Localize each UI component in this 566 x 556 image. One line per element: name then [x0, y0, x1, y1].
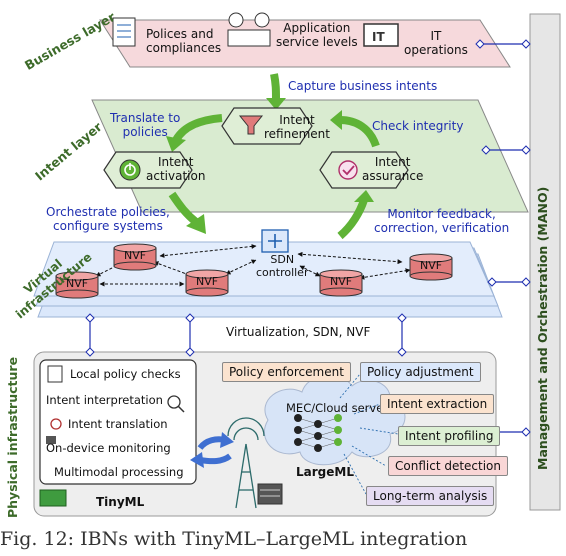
connector-3: [359, 427, 399, 435]
arrow-capture-head: [266, 98, 286, 110]
policy-enforcement-tag: Policy enforcement: [222, 362, 351, 382]
policies-label: Polices and compliances: [146, 27, 222, 55]
arrow-orchestrate: [168, 191, 199, 226]
connector-1: [339, 373, 361, 399]
nvf-label-4: NVF: [330, 275, 353, 288]
nvf-link-6: [297, 251, 403, 265]
translate-label: Translate to policies: [110, 111, 181, 139]
nvf-link-4: [159, 243, 257, 259]
device-icon: [46, 436, 56, 444]
service-levels-label: Application service levels: [276, 21, 358, 49]
arrow-translate-head: [166, 136, 186, 152]
largeml-label: LargeML: [296, 465, 354, 479]
mec-label: MEC/Cloud server: [286, 401, 389, 415]
orchestrate-label: Orchestrate policies, configure systems: [46, 205, 170, 233]
mano-label: Management and Orchestration (MANO): [535, 186, 550, 470]
server-icon: [257, 483, 283, 505]
antenna-tower-icon: [227, 417, 265, 509]
monitor-label: Monitor feedback, correction, verificati…: [374, 207, 510, 235]
refinement-label: Intent refinement: [264, 113, 330, 141]
nvf-cyl-3: [185, 269, 229, 297]
conflict-detection-tag: Conflict detection: [388, 456, 509, 476]
nvf-cyl-4: [319, 269, 363, 297]
nvf-link-5: [225, 259, 257, 275]
nvf-label-2: NVF: [124, 249, 147, 262]
tinyml-item-4: On-device monitoring: [46, 441, 171, 455]
assurance-label: Intent assurance: [362, 155, 424, 183]
arrow-monitor-head: [354, 190, 374, 202]
arrow-orchestrate-head: [186, 214, 206, 234]
tinyml-item-3: Intent translation: [68, 417, 168, 431]
tinyml-item-1: Local policy checks: [70, 367, 181, 381]
sdn-controller-label: SDN controller: [256, 253, 309, 279]
tinyml-item-5: Multimodal processing: [54, 465, 184, 479]
funnel-icon: [238, 115, 264, 135]
connector-4: [351, 445, 387, 467]
check-integrity-label: Check integrity: [372, 119, 464, 133]
capture-label: Capture business intents: [288, 79, 438, 93]
connector-2: [353, 403, 381, 415]
tinyml-board-icon: [39, 489, 67, 507]
gear-check-icon: [338, 160, 358, 180]
long-term-analysis-tag: Long-term analysis: [366, 486, 495, 506]
activation-label: Intent activation: [146, 155, 206, 183]
neural-network-icon: [294, 414, 342, 452]
it-operations-label: IT operations: [404, 29, 468, 57]
hex-assurance: [319, 151, 409, 189]
magnifier-icon: [167, 395, 181, 409]
nvf-link-8: [359, 268, 411, 280]
virtualization-label: Virtualization, SDN, NVF: [226, 325, 371, 339]
tinyml-label: TinyML: [96, 495, 145, 509]
nvf-label-1: NVF: [66, 277, 89, 290]
nvf-label-3: NVF: [196, 275, 219, 288]
figure-caption: Fig. 12: IBNs with TinyML–LargeML integr…: [0, 528, 468, 550]
intent-profiling-tag: Intent profiling: [398, 426, 501, 446]
arrow-check-head: [330, 110, 342, 130]
arrow-monitor: [337, 198, 368, 240]
physical-layer-label: Physical infrastructure: [5, 356, 20, 518]
nvf-cyl-5: [409, 253, 453, 281]
nvf-label-5: NVF: [420, 259, 443, 272]
nvf-link-7: [299, 265, 321, 277]
nvf-cyl-1: [55, 271, 99, 299]
policy-adjustment-tag: Policy adjustment: [360, 362, 481, 382]
nvf-link-3: [153, 261, 193, 277]
svg-text:IT: IT: [372, 30, 385, 44]
arrow-capture: [270, 73, 280, 101]
service-level-icon: [228, 12, 244, 28]
nvf-cyl-2: [113, 243, 157, 271]
arrow-translate: [172, 114, 223, 143]
business-plane: [99, 19, 511, 68]
policy-doc-icon: [47, 365, 63, 383]
arrow-check: [339, 116, 380, 148]
it-operations-icon: [363, 23, 399, 47]
tinyml-item-2: Intent interpretation: [46, 393, 163, 407]
mano-bar: [529, 13, 561, 511]
translate-gear-icon: [50, 418, 62, 430]
tinyml-box: [39, 359, 197, 485]
intent-extraction-tag: Intent extraction: [380, 394, 495, 414]
